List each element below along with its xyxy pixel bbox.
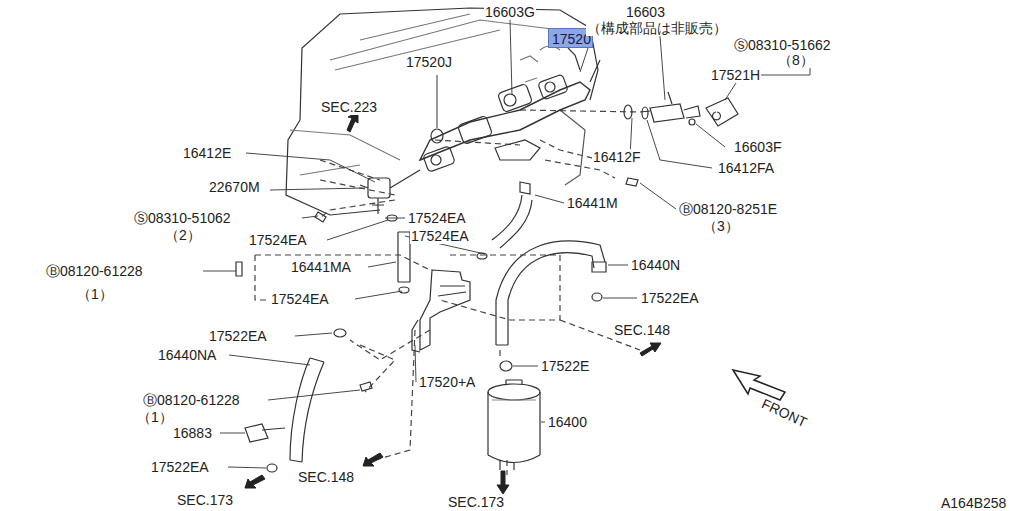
section-reference: SEC.223 [320,99,378,115]
part-number: 17522EA [640,290,700,306]
quantity-note: （3） [702,218,740,234]
part-number: 16441M [566,195,619,211]
part-number: 16440N [630,257,681,273]
direction-label: FRONT [758,395,810,431]
part-number: 17524EA [410,228,470,244]
fastener-number: Ⓢ08310-51662 [733,37,832,53]
part-number: 16441MA [290,259,352,275]
part-number: 16883 [172,425,213,441]
quantity-note: （構成部品は非販売） [586,20,728,36]
part-number: 17521H [710,67,761,83]
part-number: 17524EA [407,210,467,226]
part-number: 17522E [540,358,590,374]
part-number: 22670M [208,179,261,195]
part-number: 16400 [547,414,588,430]
engine-outline [300,8,598,120]
fastener-number: Ⓢ08310-51062 [133,210,232,226]
section-reference: SEC.173 [176,492,234,508]
fastener-number: Ⓑ08120-61228 [142,392,241,408]
part-number: 16603G [484,4,536,20]
section-reference: SEC.148 [297,469,355,485]
part-number: 17522EA [150,459,210,475]
quantity-note: （2） [164,227,202,243]
quantity-note: （1） [76,286,114,302]
part-number: 17520+A [418,374,476,390]
quantity-note: （1） [136,409,174,425]
section-reference: SEC.173 [447,494,505,510]
part-number: 16412FA [717,160,775,176]
part-number: 17524EA [270,291,330,307]
part-number: 16412F [592,149,641,165]
part-number: 17522EA [208,328,268,344]
part-number: 17520J [405,54,453,70]
part-number: 16440NA [157,347,217,363]
fastener-number: Ⓑ08120-8251E [678,201,778,217]
part-number: 16603 [625,4,666,20]
part-number: 16603F [733,139,782,155]
quantity-note: （8） [777,52,815,68]
fastener-number: Ⓑ08120-61228 [45,263,144,279]
section-reference: SEC.148 [613,322,671,338]
part-number: A164B258 [940,495,1007,511]
part-number: 17524EA [248,232,308,248]
part-number: 16412E [182,145,232,161]
